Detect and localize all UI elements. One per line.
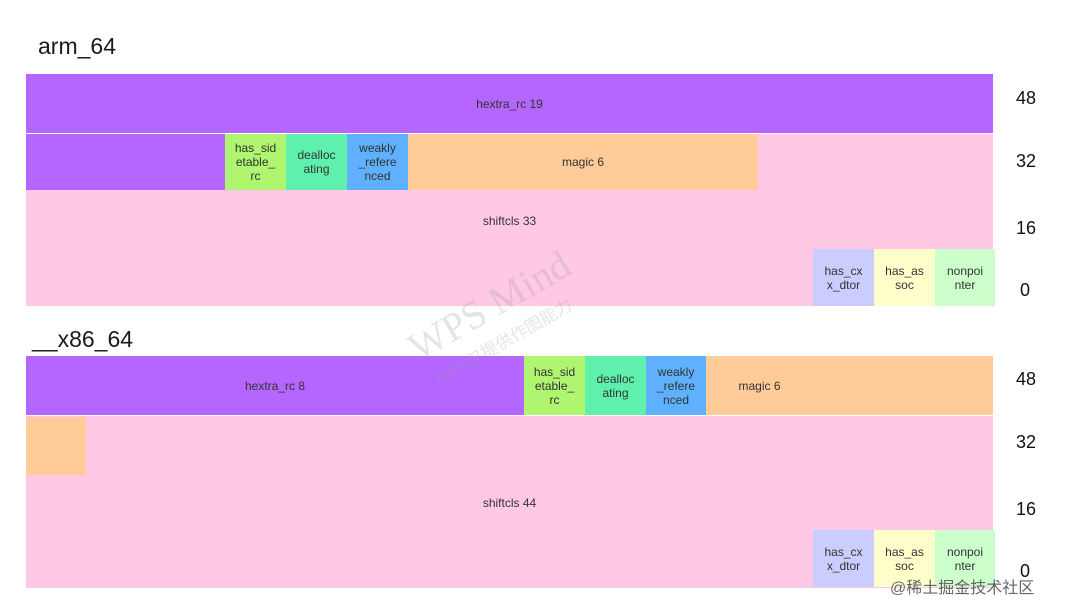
arm64-field-has-cxx-dtor: has_cx x_dtor [813, 249, 874, 306]
x86-64-field-has-sidetable-rc: has_sid etable_ rc [524, 356, 585, 415]
x86-64-title: __x86_64 [32, 326, 134, 352]
arm64-bit-48: 48 [1016, 88, 1037, 108]
x86-64-bit-48: 48 [1016, 369, 1037, 389]
x86-64-field-has-assoc: has_as soc [874, 530, 935, 587]
arm64-title: arm_64 [38, 33, 116, 59]
x86-64-field-shiftcls: shiftcls 44 [482, 495, 537, 510]
arm64-field-deallocating: dealloc ating [286, 134, 347, 190]
arm64-bit-0: 0 [1020, 280, 1031, 300]
arm64-field-hextra-rc-continued [26, 134, 225, 190]
arm64-field-weakly-referenced: weakly _refere nced [347, 134, 408, 190]
x86-64-field-weakly-referenced: weakly _refere nced [646, 356, 706, 415]
arm64-bit-32: 32 [1016, 151, 1037, 171]
arm64-field-nonpointer: nonpoi nter [935, 249, 995, 306]
x86-64-field-deallocating: dealloc ating [585, 356, 646, 415]
x86-64-bit-32: 32 [1016, 432, 1037, 452]
x86-64-field-hextra-rc: hextra_rc 8 [26, 356, 524, 415]
x86-64-field-has-cxx-dtor: has_cx x_dtor [813, 530, 874, 587]
arm64-bit-16: 16 [1016, 218, 1037, 238]
arm64-field-magic: magic 6 [408, 134, 758, 190]
x86-64-bit-0: 0 [1020, 561, 1031, 581]
arm64-field-has-assoc: has_as soc [874, 249, 935, 306]
x86-64-field-magic: magic 6 [706, 356, 993, 415]
arm64-field-shiftcls: shiftcls 33 [482, 214, 537, 228]
arm64-field-hextra-rc: hextra_rc 19 [26, 74, 993, 133]
juejin-corner-watermark: @稀土掘金技术社区 [890, 580, 1035, 597]
arm64-field-has-sidetable-rc: has_sid etable_ rc [225, 134, 286, 190]
x86-64-bit-16: 16 [1016, 499, 1037, 519]
x86-64-field-nonpointer: nonpoi nter [935, 530, 995, 587]
x86-64-field-magic-continued [26, 417, 86, 475]
